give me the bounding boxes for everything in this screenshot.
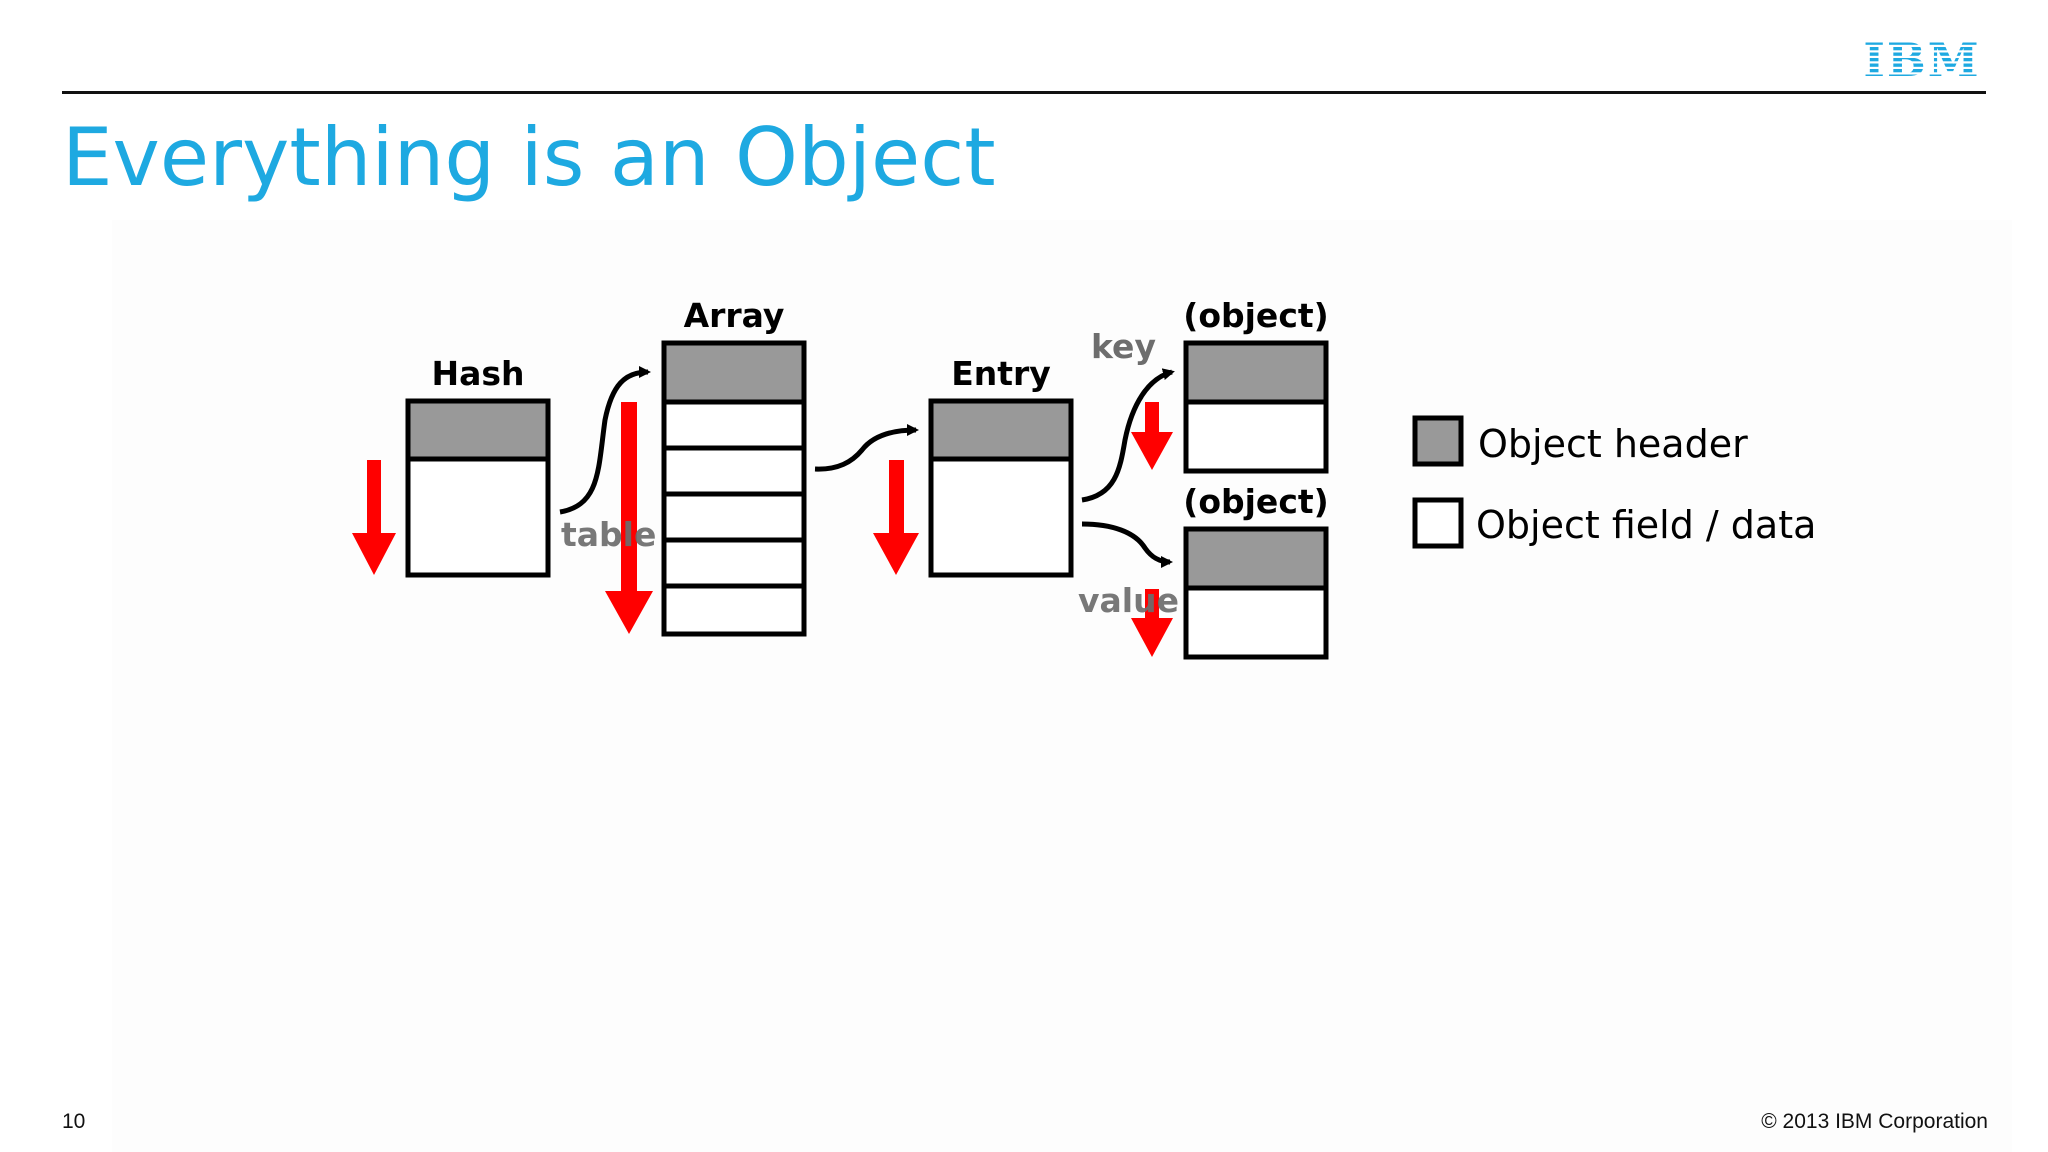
ibm-logo-text: IBM — [1863, 36, 1980, 80]
entry-field-cell — [928, 456, 1074, 578]
array-header-cell — [661, 340, 807, 405]
value-pointer-arrow — [1081, 521, 1173, 568]
value-object-label: (object) — [1183, 482, 1329, 521]
value-object-field-cell — [1183, 585, 1329, 660]
legend: Object header Object field / data — [1412, 415, 1816, 549]
value-edge-label: value — [1078, 581, 1179, 620]
key-object-field-cell — [1183, 399, 1329, 474]
ibm-logo: IBM — [1863, 36, 1980, 80]
entry-label: Entry — [951, 354, 1051, 393]
hash-node: Hash — [405, 354, 551, 578]
entry-pointer-arrow — [814, 424, 919, 472]
entry-node: Entry — [928, 354, 1074, 578]
key-object-header-cell — [1183, 340, 1329, 405]
slide-body-background — [112, 220, 2012, 1152]
array-node: Array — [661, 296, 807, 637]
copyright-notice: © 2013 IBM Corporation — [1761, 1110, 1988, 1133]
legend-field-swatch — [1412, 497, 1464, 549]
header-rule — [62, 91, 1986, 94]
array-field-cell — [661, 537, 807, 589]
hash-label: Hash — [431, 354, 524, 393]
legend-header-label: Object header — [1478, 422, 1748, 466]
slide-title: Everything is an Object — [62, 111, 996, 204]
array-label: Array — [684, 296, 785, 335]
legend-field-label: Object field / data — [1476, 503, 1816, 547]
key-edge-label: key — [1091, 327, 1156, 366]
hash-header-cell — [405, 398, 551, 462]
legend-header-swatch — [1412, 415, 1464, 467]
array-field-cell — [661, 491, 807, 543]
key-pointer-arrow — [1081, 368, 1175, 503]
red-down-arrow-icon — [352, 460, 396, 575]
table-edge-label: table — [561, 515, 656, 554]
red-down-arrow-icon — [873, 460, 919, 575]
array-field-cell — [661, 445, 807, 497]
key-object-node: (object) — [1183, 296, 1329, 474]
value-object-header-cell — [1183, 526, 1329, 591]
array-field-cell — [661, 399, 807, 451]
red-down-arrow-icon — [1131, 589, 1173, 657]
value-object-node: (object) — [1183, 482, 1329, 660]
hash-field-cell — [405, 456, 551, 578]
table-pointer-arrow — [559, 366, 651, 515]
key-object-label: (object) — [1183, 296, 1329, 335]
array-field-cell — [661, 583, 807, 637]
red-down-arrow-icon — [1131, 402, 1173, 470]
entry-header-cell — [928, 398, 1074, 462]
red-down-arrow-icon — [605, 402, 653, 634]
page-number: 10 — [62, 1110, 86, 1133]
